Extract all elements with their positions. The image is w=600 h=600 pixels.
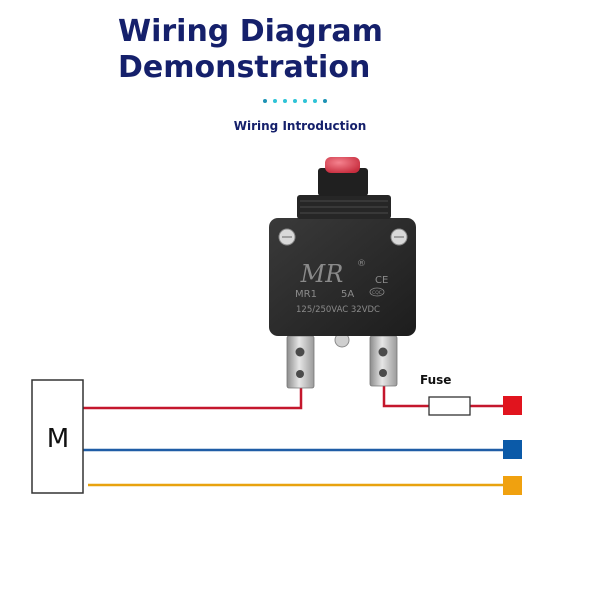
breaker-voltage: 125/250VAC 32VDC <box>296 305 380 315</box>
title-divider-dots <box>263 99 327 103</box>
right-terminal-tab <box>369 335 398 387</box>
red-terminal <box>503 396 522 415</box>
breaker-rating: 5A <box>341 289 354 300</box>
reset-button <box>325 157 360 173</box>
yellow-terminal <box>503 476 522 495</box>
diagram-title: Wiring Diagram Demonstration <box>118 14 383 86</box>
red-wire-right <box>382 383 429 408</box>
fuse <box>428 396 471 416</box>
fuse-label: Fuse <box>420 373 451 387</box>
ce-mark: CE <box>375 275 388 286</box>
red-wire-left <box>83 385 303 410</box>
motor-box: M <box>31 379 84 494</box>
breaker-brand: MR <box>300 260 344 288</box>
registered-mark: ® <box>357 259 366 269</box>
subtitle: Wiring Introduction <box>233 119 367 133</box>
title-line-1: Wiring Diagram <box>118 14 383 49</box>
breaker-model: MR1 <box>295 289 317 300</box>
title-line-2: Demonstration <box>118 50 371 85</box>
left-terminal-tab <box>286 335 315 389</box>
motor-label: M <box>47 424 69 454</box>
blue-terminal <box>503 440 522 459</box>
cqc-mark: CQC <box>372 290 382 296</box>
circuit-breaker-icon: MR ® CE CQC MR1 5A 125/250VAC 32VDC <box>269 157 416 389</box>
